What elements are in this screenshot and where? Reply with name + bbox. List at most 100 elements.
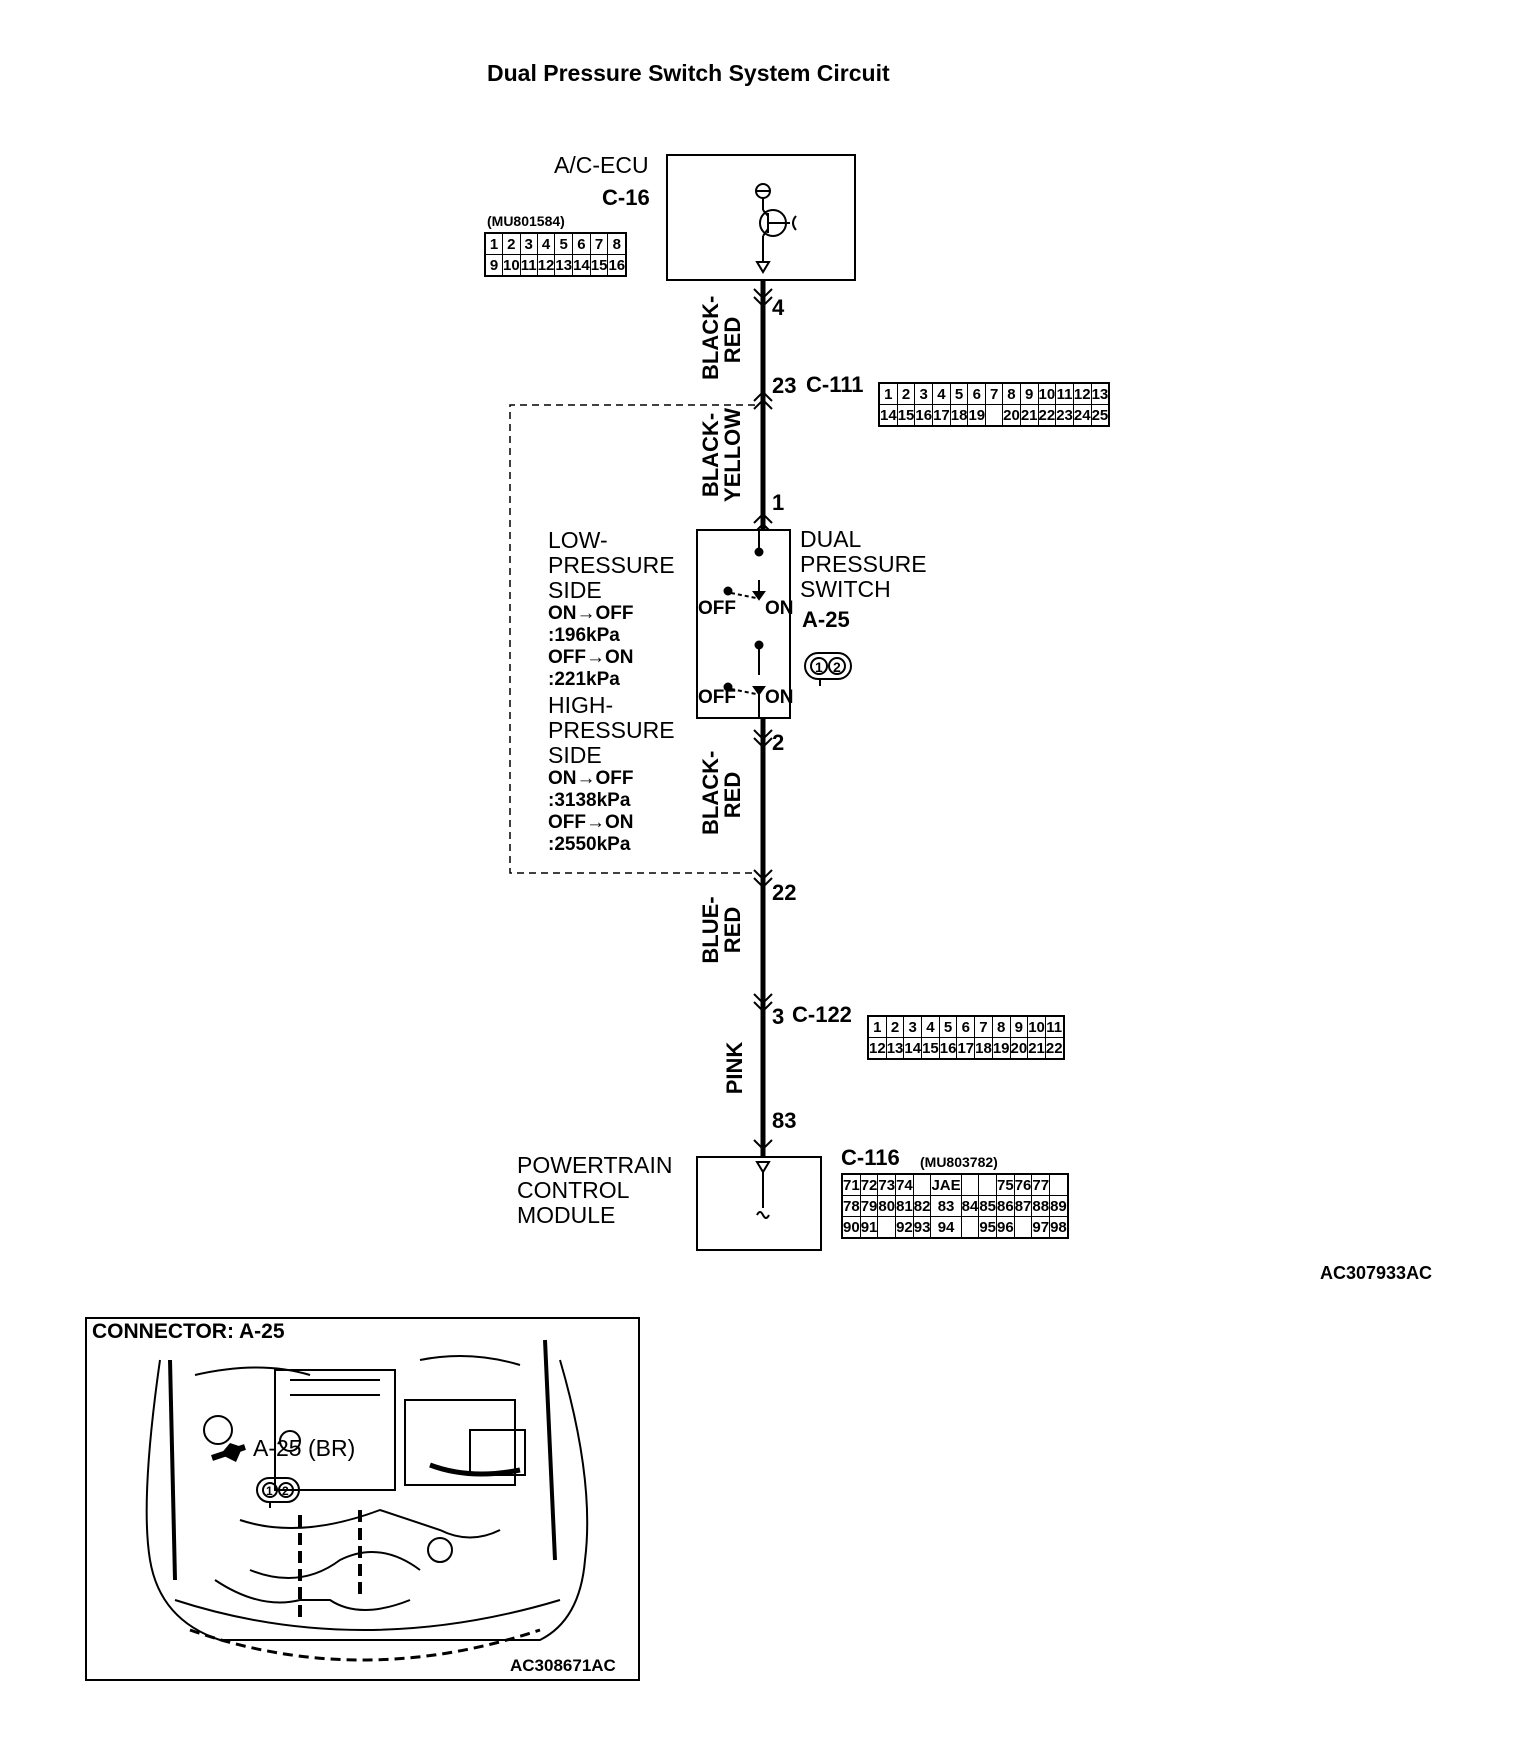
c111-pin-cell: 8 (1002, 382, 1021, 405)
acecu-part-no: (MU801584) (487, 213, 565, 229)
c111-pin-cell: 13 (1090, 382, 1110, 405)
pcm-pin-cell: 77 (1031, 1173, 1051, 1196)
c111-pin-cell: 25 (1090, 404, 1110, 427)
c122-pin-cell: 20 (1009, 1037, 1029, 1060)
switch-contacts (723, 530, 766, 718)
pcm-pin-cell: 93 (912, 1216, 932, 1239)
c122-pin-cell: 21 (1027, 1037, 1046, 1060)
wire-color-blue-red: BLUE-RED (698, 896, 745, 964)
pcm-pin-cell: 71 (841, 1173, 861, 1196)
pcm-pin-cell: 88 (1031, 1195, 1051, 1217)
c111-pin-cell: 19 (967, 404, 987, 427)
svg-text:1: 1 (815, 659, 823, 675)
switch-pin-2: 2 (772, 730, 785, 755)
acecu-pin-cell: 13 (554, 254, 574, 277)
acecu-pin-cell: 1 (484, 232, 503, 255)
wire-color-black-yellow: BLACK-YELLOW (698, 407, 745, 503)
c122-pin-cell: 22 (1044, 1037, 1065, 1060)
c111-pin-cell: 3 (914, 382, 934, 405)
c122-pin-cell: 17 (956, 1037, 976, 1060)
pcm-pin-cell (912, 1173, 932, 1196)
acecu-pin-cell: 4 (536, 232, 556, 255)
c122-pin-cell: 7 (974, 1015, 993, 1038)
svg-text:2: 2 (833, 659, 841, 675)
c111-pin-cell: 22 (1037, 404, 1057, 427)
high-on-label: ON (765, 687, 794, 708)
pcm-input-icon (755, 1161, 771, 1219)
c111-pin: 23 (772, 373, 797, 398)
acecu-pin-cell: 2 (502, 232, 521, 255)
pcm-pin-cell: 86 (996, 1195, 1015, 1217)
c111-pin-cell: 24 (1072, 404, 1092, 427)
acecu-pin-cell: 5 (554, 232, 574, 255)
pcm-pin-cell: 80 (877, 1195, 897, 1217)
pin-22: 22 (772, 880, 797, 905)
c122-pin-cell: 19 (991, 1037, 1011, 1060)
switch-pin-1: 1 (772, 490, 785, 515)
low-on-label: ON (765, 598, 794, 619)
engine-bay-sketch (145, 1339, 589, 1662)
pcm-pin-cell: 87 (1013, 1195, 1033, 1217)
acecu-name: A/C-ECU (554, 152, 649, 178)
acecu-pin-cell: 3 (519, 232, 538, 255)
c122-pin-cell: 3 (903, 1015, 923, 1038)
pcm-pin-cell (960, 1173, 980, 1196)
c122-pin-cell: 4 (921, 1015, 940, 1038)
pcm-pin-cell: 97 (1031, 1216, 1051, 1239)
c122-pin-cell: 15 (921, 1037, 940, 1060)
switch-box (696, 529, 791, 719)
locator-frame (85, 1317, 640, 1681)
acecu-pin-cell: 6 (572, 232, 591, 255)
pcm-pin-cell: 89 (1049, 1195, 1069, 1217)
locator-figure-code: AC308671AC (510, 1656, 616, 1675)
c122-pin-cell: 10 (1027, 1015, 1046, 1038)
c111-pin-cell: 18 (949, 404, 969, 427)
pcm-pin-cell: 73 (877, 1173, 897, 1196)
acecu-pin-cell: 12 (536, 254, 556, 277)
c111-pin-cell: 17 (932, 404, 951, 427)
c111-pin-cell: 20 (1002, 404, 1021, 427)
c111-connector: C-111 (806, 372, 864, 397)
c111-pin-cell: 4 (932, 382, 951, 405)
pcm-pin-cell (960, 1216, 980, 1239)
acecu-connector: C-16 (602, 185, 650, 210)
wire-color-black-red-2: BLACK-RED (698, 750, 745, 835)
switch-connector: A-25 (802, 607, 850, 632)
c122-pin: 3 (772, 1004, 785, 1029)
pcm-pin-cell: 72 (859, 1173, 879, 1196)
locator-connector-icon (256, 1477, 300, 1508)
pcm-pin-cell: 94 (930, 1216, 962, 1239)
diagram-title: Dual Pressure Switch System Circuit (487, 60, 890, 86)
acecu-pin-cell: 16 (607, 254, 627, 277)
acecu-pin-cell: 7 (589, 232, 609, 255)
acecu-pin-cell: 10 (502, 254, 521, 277)
pcm-pin-cell: 76 (1013, 1173, 1033, 1196)
high-off-label: OFF (698, 687, 736, 708)
pcm-pin-cell: 95 (978, 1216, 997, 1239)
c111-pin-cell: 14 (878, 404, 898, 427)
c111-pin-cell: 21 (1019, 404, 1039, 427)
pcm-pin-cell: 81 (895, 1195, 914, 1217)
pin-4: 4 (772, 295, 785, 320)
wire-color-black-red-1: BLACK-RED (698, 295, 745, 380)
pin-83: 83 (772, 1108, 797, 1133)
c122-pin-cell: 8 (991, 1015, 1011, 1038)
figure-code: AC307933AC (1320, 1263, 1433, 1283)
svg-text:2: 2 (282, 1484, 289, 1498)
c111-pin-cell: 7 (985, 382, 1004, 405)
pcm-pin-cell: 75 (996, 1173, 1015, 1196)
transistor-icon (755, 183, 797, 274)
wire-color-pink: PINK (722, 1041, 747, 1095)
c122-pin-cell: 1 (867, 1015, 887, 1038)
acecu-pin-cell: 15 (589, 254, 609, 277)
low-pressure-spec: ON→OFF:196kPa OFF→ON:221kPa (548, 603, 634, 690)
c111-pin-cell: 10 (1037, 382, 1057, 405)
pcm-pin-cell: 83 (930, 1195, 962, 1217)
pcm-pin-cell: 79 (859, 1195, 879, 1217)
c122-pin-cell: 11 (1044, 1015, 1065, 1038)
